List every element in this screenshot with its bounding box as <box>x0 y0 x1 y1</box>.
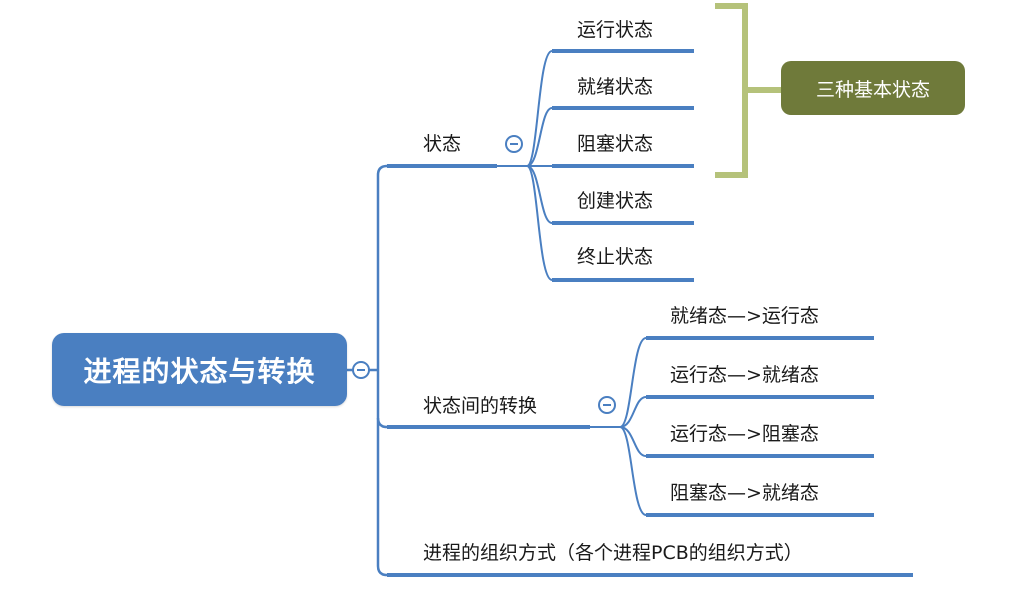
state-item-5[interactable]: 终止状态 <box>577 246 654 268</box>
branch-organization-label[interactable]: 进程的组织方式（各个进程PCB的组织方式） <box>423 542 803 564</box>
root-collapse-icon[interactable] <box>352 361 370 379</box>
summary-callout-label: 三种基本状态 <box>815 78 930 101</box>
states-fan <box>526 50 553 281</box>
transition-item-3[interactable]: 运行态—>阻塞态 <box>670 423 819 445</box>
summary-bracket <box>715 3 781 178</box>
state-item-1[interactable]: 运行状态 <box>577 19 654 41</box>
states-collapse-icon[interactable] <box>505 135 523 153</box>
root-node[interactable]: 进程的状态与转换 <box>52 333 347 406</box>
state-item-3[interactable]: 阻塞状态 <box>577 133 654 155</box>
summary-callout[interactable]: 三种基本状态 <box>781 61 965 115</box>
root-label: 进程的状态与转换 <box>83 354 316 388</box>
transitions-collapse-icon[interactable] <box>598 396 616 414</box>
root-branch-mid <box>376 417 388 429</box>
root-branch-spine <box>376 164 388 577</box>
state-item-4[interactable]: 创建状态 <box>577 190 654 212</box>
transition-item-1[interactable]: 就绪态—>运行态 <box>670 305 819 327</box>
transition-item-4[interactable]: 阻塞态—>就绪态 <box>670 482 819 504</box>
transitions-fan <box>619 337 647 516</box>
branch-states-label[interactable]: 状态 <box>423 133 462 155</box>
state-item-2[interactable]: 就绪状态 <box>577 76 654 98</box>
transition-item-2[interactable]: 运行态—>就绪态 <box>670 364 819 386</box>
branch-transitions-label[interactable]: 状态间的转换 <box>423 395 538 417</box>
